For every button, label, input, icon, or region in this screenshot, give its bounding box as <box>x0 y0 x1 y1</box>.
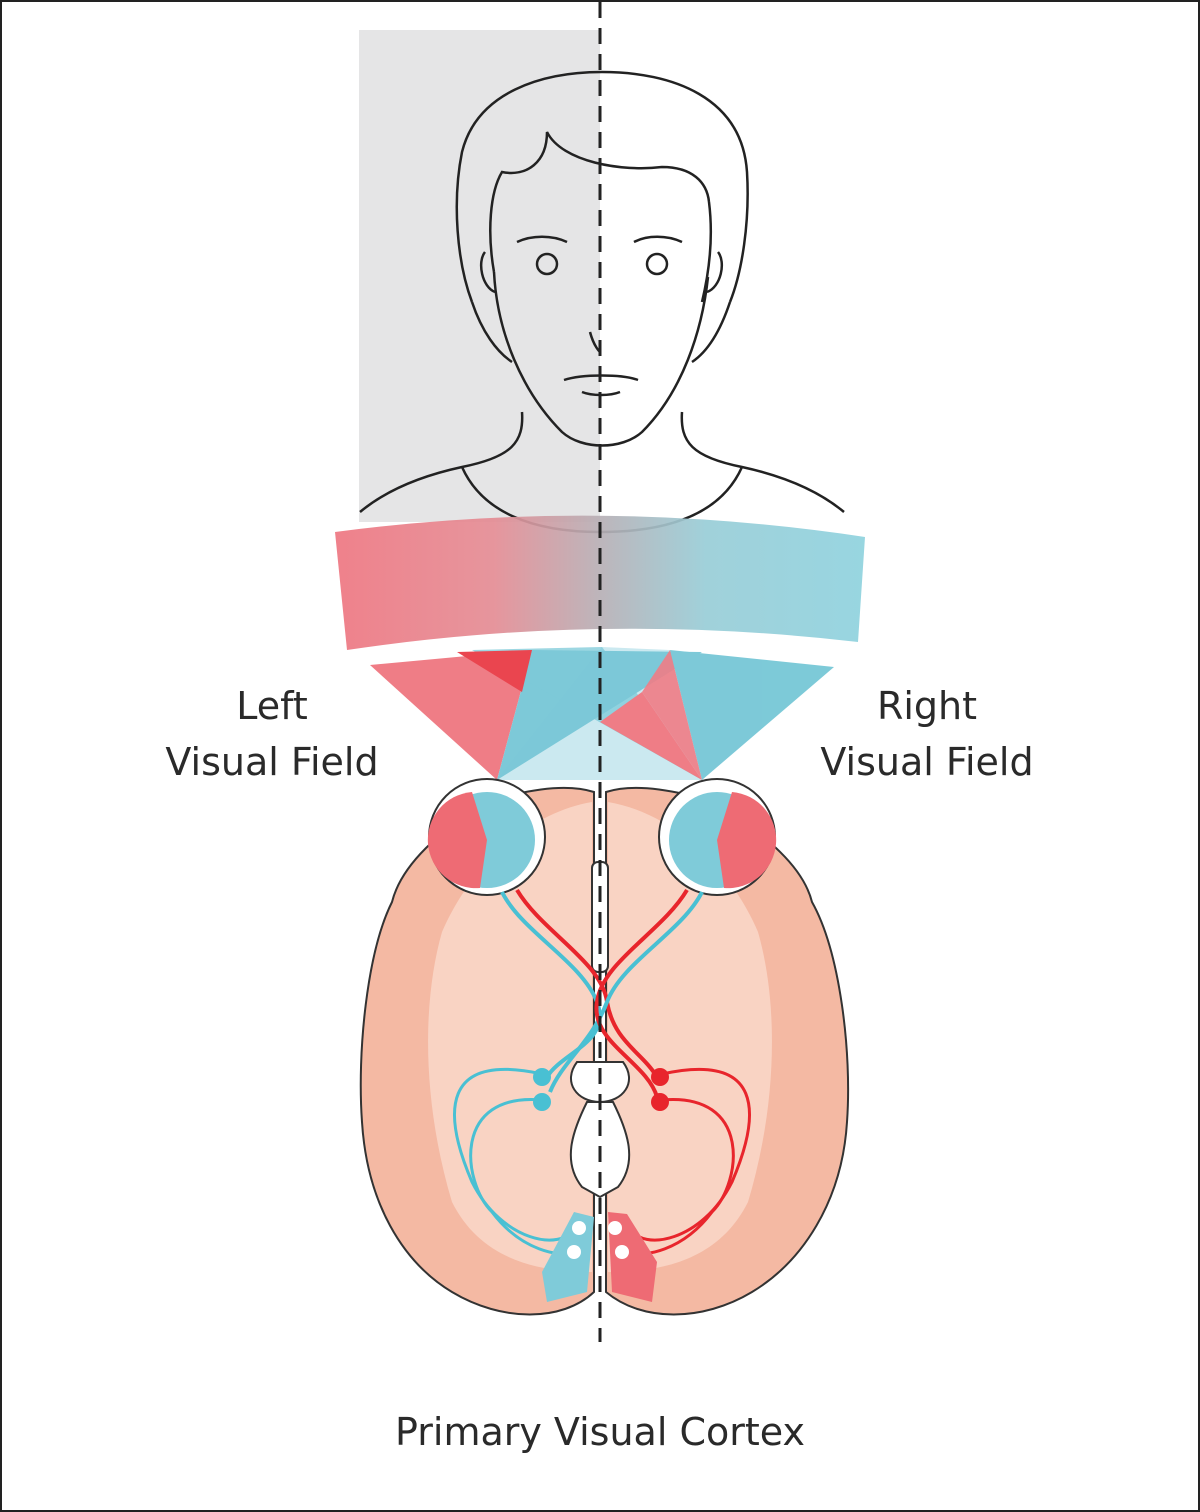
right-label-line2: Visual Field <box>820 740 1034 784</box>
right-label-line1: Right <box>876 684 978 728</box>
brain <box>359 786 850 1316</box>
left-visual-field-label: Left Visual Field <box>142 678 402 790</box>
right-eye <box>658 778 777 896</box>
cortex-label: Primary Visual Cortex <box>395 1410 805 1454</box>
visual-field-projections <box>370 647 834 780</box>
right-visual-field-label: Right Visual Field <box>797 678 1057 790</box>
primary-visual-cortex-regions <box>542 1212 657 1302</box>
left-label-line1: Left <box>236 684 308 728</box>
left-field-shade <box>359 30 600 522</box>
optic-pathways <box>453 888 751 1256</box>
left-eye <box>427 778 546 896</box>
lgn-nuclei <box>533 1068 669 1111</box>
left-label-line2: Visual Field <box>165 740 379 784</box>
